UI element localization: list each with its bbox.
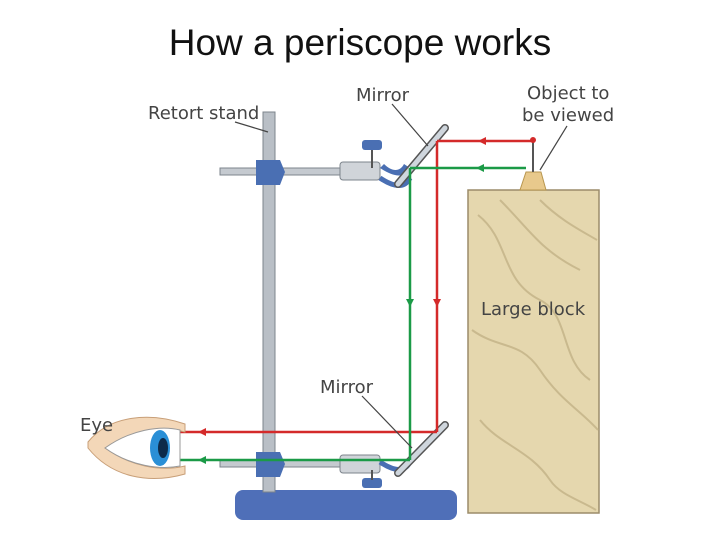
- retort-stand-pointer: [234, 121, 269, 133]
- mirror-bottom-pointer: [361, 395, 413, 449]
- label-retort-stand: Retort stand: [148, 103, 259, 124]
- retort-stand-rod: [262, 111, 276, 493]
- mirror-top: [394, 124, 449, 188]
- mirror-top-pointer: [391, 103, 429, 147]
- object-pointer: [539, 125, 568, 171]
- label-mirror-top: Mirror: [356, 85, 410, 106]
- top-clamp: [219, 140, 413, 188]
- object-to-be-viewed: [519, 137, 547, 191]
- stand-base: [235, 490, 457, 520]
- label-object-line2: be viewed: [522, 105, 614, 126]
- label-large-block: Large block: [481, 299, 586, 320]
- light-ray-green: [175, 164, 526, 464]
- label-object-line1: Object to: [527, 83, 609, 104]
- large-block: [467, 189, 600, 514]
- label-eye: Eye: [80, 415, 113, 436]
- bottom-clamp: [219, 452, 413, 488]
- label-mirror-bottom: Mirror: [320, 377, 374, 398]
- page-title: How a periscope works: [168, 22, 552, 63]
- mirror-bottom: [394, 421, 449, 477]
- eye-icon: [87, 416, 186, 479]
